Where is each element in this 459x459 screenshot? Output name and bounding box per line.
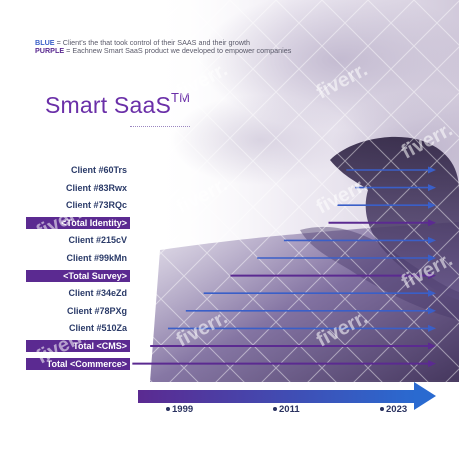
- year-label: 1999: [172, 404, 194, 415]
- arrowhead: [428, 360, 436, 368]
- wave-foam: [300, 226, 459, 320]
- row-label-text: Client #78PXg: [66, 305, 127, 316]
- cloud-3: [170, 95, 350, 185]
- product-label: Total <CMS>: [26, 340, 130, 352]
- timeline-axis: [138, 382, 436, 410]
- row-label-text: Client #510Za: [68, 323, 127, 334]
- arrowhead: [428, 307, 436, 315]
- client-label: Client #215cV: [26, 234, 130, 246]
- row-label-text: Total <CMS>: [73, 341, 127, 351]
- client-label: Client #99kMn: [26, 252, 130, 264]
- page-title: Smart SaaSTM: [45, 90, 191, 119]
- row-label-text: Client #34eZd: [68, 288, 127, 299]
- timeline-arrows: [132, 166, 436, 368]
- year-label: 2023: [386, 404, 408, 415]
- arrowhead: [428, 219, 436, 227]
- arrowhead: [428, 254, 436, 262]
- title-underline: [130, 126, 190, 127]
- row-label-text: Total <Commerce>: [46, 358, 127, 369]
- row-label-text: <Total Identity>: [61, 217, 127, 228]
- title-trademark: TM: [171, 90, 191, 105]
- arrowhead: [428, 184, 436, 192]
- timeline-axis-arrowhead: [414, 382, 436, 410]
- arrowhead: [428, 289, 436, 297]
- row-label-text: Client #99kMn: [66, 253, 127, 263]
- sea-wash: [150, 222, 459, 382]
- row-label-text: Client #215cV: [68, 235, 127, 246]
- client-label: Client #510Za: [26, 322, 130, 334]
- row-label-text: Client #73RQc: [65, 200, 127, 211]
- row-label-text: Client #83Rwx: [65, 182, 127, 193]
- arrowhead: [428, 342, 436, 350]
- client-label: Client #78PXg: [26, 305, 130, 317]
- year-dot: [166, 407, 170, 411]
- client-label: Client #34eZd: [26, 287, 130, 299]
- legend-blue-key: BLUE: [35, 38, 55, 47]
- arrowhead: [428, 272, 436, 280]
- client-label: Client #73RQc: [26, 199, 130, 211]
- year-dot: [380, 407, 384, 411]
- year-dot: [273, 407, 277, 411]
- legend-purple-key: PURPLE: [35, 46, 65, 55]
- row-label-text: <Total Survey>: [63, 270, 127, 281]
- timeline-axis-bar: [138, 390, 416, 403]
- year-markers: [166, 407, 384, 411]
- legend-blue-text: = Client’s the that took control of thei…: [54, 38, 251, 47]
- legend-purple-text: = Eachnew Smart SaaS product we develope…: [64, 46, 292, 55]
- legend-blue: BLUE = Client’s the that took control of…: [35, 38, 250, 47]
- product-label: <Total Survey>: [26, 269, 130, 282]
- arrowhead: [428, 166, 436, 174]
- year-label: 2011: [279, 404, 300, 415]
- row-label-text: Client #60Trs: [70, 165, 127, 175]
- client-label: Client #83Rwx: [26, 182, 130, 194]
- client-label: Client #60Trs: [26, 164, 130, 176]
- wave-crest: [330, 136, 459, 300]
- arrowhead: [428, 324, 436, 332]
- arrowhead: [428, 201, 436, 209]
- product-label: <Total Identity>: [26, 216, 130, 229]
- legend-purple: PURPLE = Eachnew Smart SaaS product we d…: [35, 46, 291, 55]
- product-label: Total <Commerce>: [26, 357, 130, 370]
- title-text: Smart SaaS: [45, 92, 171, 118]
- arrowhead: [428, 236, 436, 244]
